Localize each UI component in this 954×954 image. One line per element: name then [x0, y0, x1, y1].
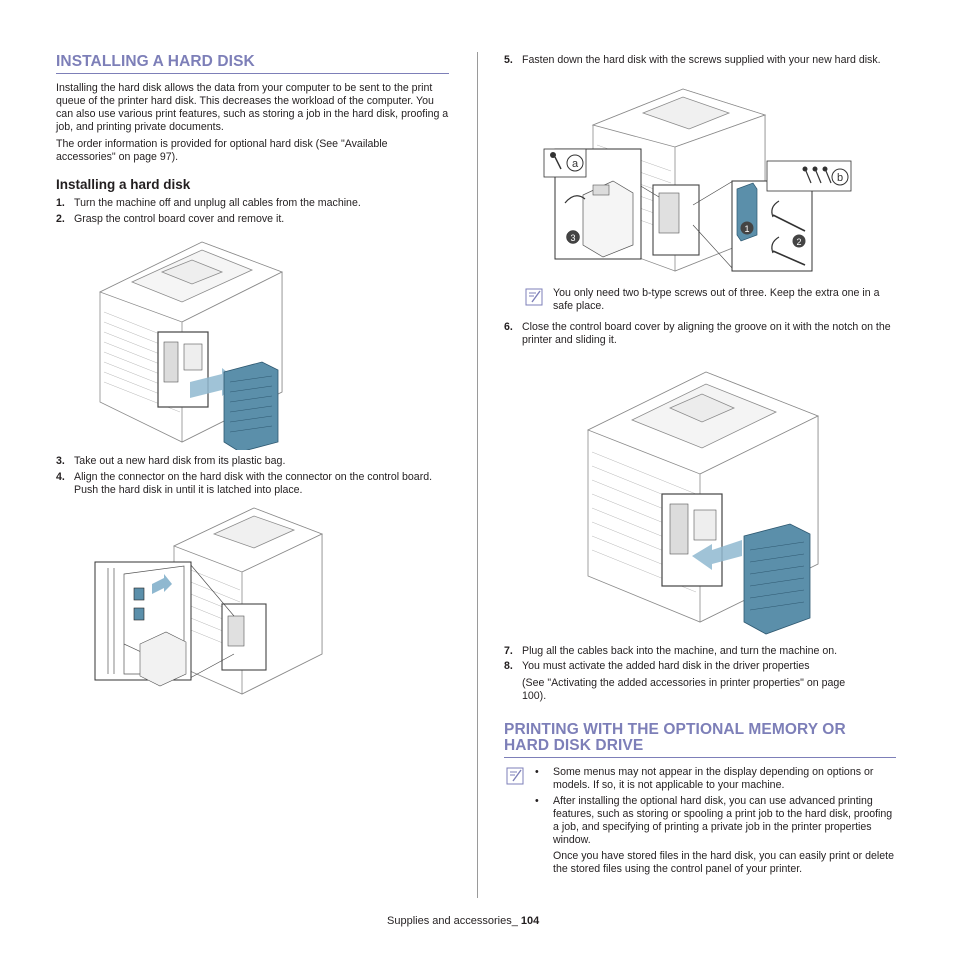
- bullet-text: After installing the optional hard disk,…: [553, 795, 893, 846]
- step-text: Fasten down the hard disk with the screw…: [522, 54, 881, 66]
- note-screws: You only need two b-type screws out of t…: [553, 287, 880, 312]
- step-text: Grasp the control board cover and remove…: [74, 213, 285, 225]
- step-1: 1. Turn the machine off and unplug all c…: [56, 197, 449, 211]
- stored-files-paragraph: Once you have stored files in the hard d…: [553, 850, 894, 875]
- section-title-installing-hard-disk: INSTALLING A HARD DISK: [56, 53, 255, 70]
- page-footer: Supplies and accessories_ 104: [387, 915, 539, 927]
- step-8: 8. You must activate the added hard disk…: [504, 660, 896, 674]
- figure-close-cover: [587, 371, 819, 635]
- callout-2: 2: [796, 237, 801, 247]
- intro-paragraph: Installing the hard disk allows the data…: [56, 82, 449, 133]
- step-5: 5. Fasten down the hard disk with the sc…: [504, 54, 896, 82]
- step-text: Turn the machine off and unplug all cabl…: [74, 197, 361, 209]
- step-number: 4.: [56, 471, 65, 483]
- step-text: Plug all the cables back into the machin…: [522, 645, 838, 657]
- step-text: You must activate the added hard disk in…: [522, 660, 810, 672]
- step-number: 1.: [56, 197, 65, 209]
- callout-a: a: [572, 158, 579, 170]
- order-info-paragraph: The order information is provided for op…: [56, 138, 388, 163]
- step-6: 6. Close the control board cover by alig…: [504, 321, 896, 349]
- step-2: 2. Grasp the control board cover and rem…: [56, 213, 449, 227]
- step-4: 4. Align the connector on the hard disk …: [56, 471, 449, 499]
- screw-icon: [550, 152, 562, 170]
- bullet-dot: •: [535, 766, 539, 778]
- step-number: 6.: [504, 321, 513, 333]
- step-number: 2.: [56, 213, 65, 225]
- step-3: 3. Take out a new hard disk from its pla…: [56, 455, 449, 469]
- bullet-dot: •: [535, 795, 539, 807]
- callout-b: b: [837, 172, 843, 184]
- step-number: 3.: [56, 455, 65, 467]
- step-text: Align the connector on the hard disk wit…: [74, 471, 433, 496]
- title-rule: [56, 73, 449, 74]
- step-7: 7. Plug all the cables back into the mac…: [504, 645, 896, 659]
- note-icon: [525, 288, 543, 306]
- column-divider: [477, 52, 478, 898]
- step-text: Take out a new hard disk from its plasti…: [74, 455, 286, 467]
- title-rule: [504, 757, 896, 758]
- page-number: 104: [520, 915, 540, 927]
- note-icon: [506, 767, 524, 785]
- figure-remove-cover: [98, 241, 283, 450]
- callout-3: 3: [570, 233, 575, 243]
- figure-fasten-screws: a 3 b 1 2: [543, 88, 852, 272]
- step-number: 8.: [504, 660, 513, 672]
- screw-icon: [802, 166, 832, 184]
- footer-label: Supplies and accessories_: [387, 915, 518, 927]
- section-title-printing-optional-line2: HARD DISK DRIVE: [504, 737, 644, 754]
- step-number: 7.: [504, 645, 513, 657]
- callout-1: 1: [744, 224, 749, 234]
- section-title-printing-optional: PRINTING WITH THE OPTIONAL MEMORY OR: [504, 721, 846, 738]
- subsection-title: Installing a hard disk: [56, 177, 191, 192]
- step-8-reference: (See "Activating the added accessories i…: [522, 677, 846, 702]
- step-text: Close the control board cover by alignin…: [522, 321, 891, 346]
- bullet-advanced-features: • After installing the optional hard dis…: [535, 795, 896, 851]
- step-number: 5.: [504, 54, 513, 66]
- bullet-menus: • Some menus may not appear in the displ…: [535, 766, 896, 794]
- bullet-text: Some menus may not appear in the display…: [553, 766, 874, 791]
- figure-connect-hard-disk: [94, 507, 324, 695]
